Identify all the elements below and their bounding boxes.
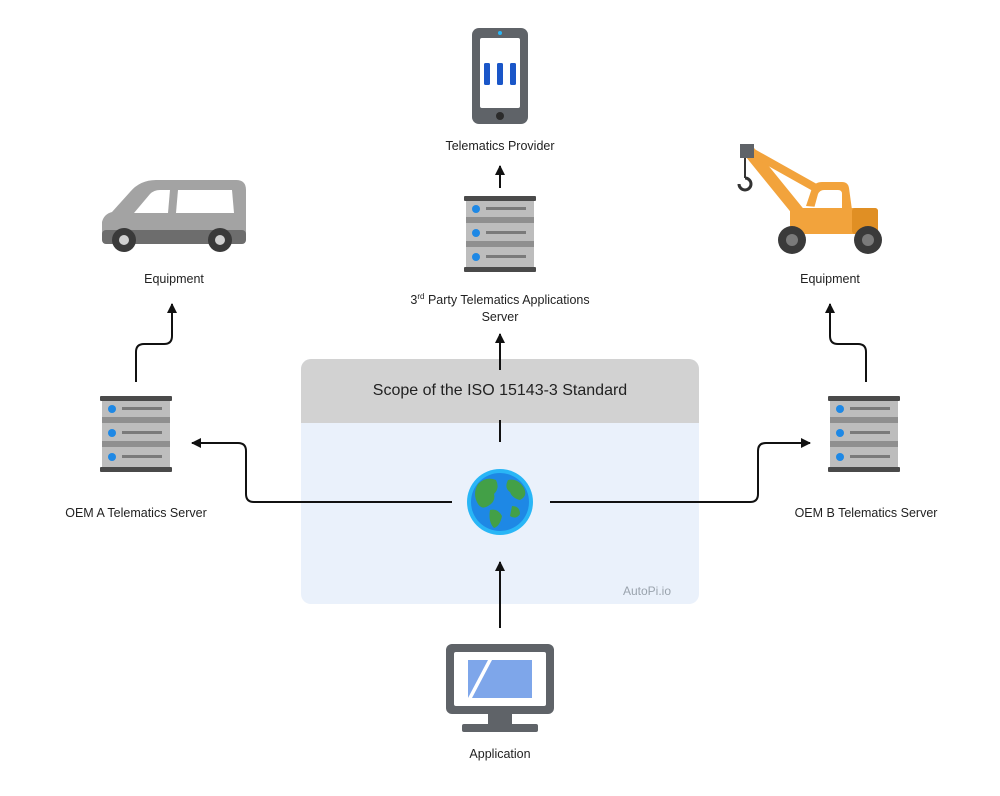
third-party-sup: rd xyxy=(417,292,425,301)
globe-icon xyxy=(467,469,533,535)
oem-b-label: OEM B Telematics Server xyxy=(794,506,938,520)
arrow-oem-b-to-equipment xyxy=(825,303,867,382)
third-party-line1: Party Telematics Applications xyxy=(427,293,590,308)
watermark: AutoPi.io xyxy=(622,584,671,598)
equipment-left-label: Equipment xyxy=(144,272,204,286)
arrow-hub-to-oem-a xyxy=(191,438,452,503)
server-icon xyxy=(100,396,172,472)
crane-icon xyxy=(737,144,882,254)
van-icon xyxy=(102,180,246,252)
oem-a-label: OEM A Telematics Server xyxy=(65,506,207,520)
equipment-right-label: Equipment xyxy=(800,272,860,286)
server-icon xyxy=(828,396,900,472)
third-party-line2: Server xyxy=(481,310,519,325)
arrow-hub-to-oem-b xyxy=(550,438,811,503)
arrow-oem-a-to-equipment xyxy=(135,303,177,382)
third-party-prefix: 3 xyxy=(410,293,418,308)
monitor-icon xyxy=(446,644,554,732)
third-party-server-label: 3rd Party Telematics Applications Server xyxy=(370,288,630,326)
smartphone-icon xyxy=(472,28,528,124)
telematics-provider-label: Telematics Provider xyxy=(445,139,555,153)
application-label: Application xyxy=(469,747,531,761)
server-icon xyxy=(464,196,536,272)
